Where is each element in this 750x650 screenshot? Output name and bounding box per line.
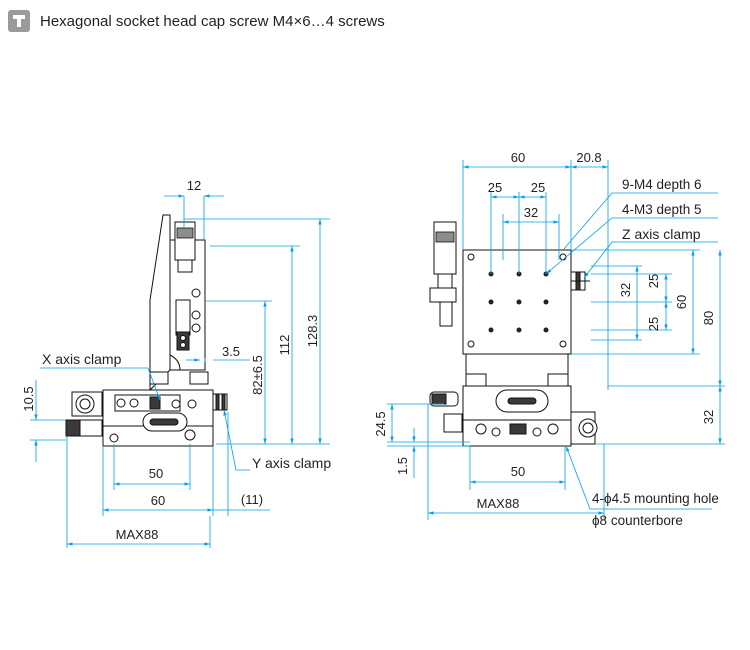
right-column-block-2 — [547, 373, 569, 387]
dim-height-stroke: 82±6.5 — [250, 355, 265, 395]
dim-h1-5: 1.5 — [395, 457, 410, 475]
dim-v25a: 25 — [646, 274, 661, 288]
dim-top-width: 12 — [187, 178, 201, 193]
label-tapped-m4: 9-M4 depth 6 — [622, 177, 702, 192]
dim-pitch-a: 25 — [488, 180, 502, 195]
label-z-axis-clamp: Z axis clamp — [622, 226, 701, 242]
dim-v60: 60 — [674, 295, 689, 309]
screw-icon — [8, 10, 30, 32]
label-counterbore: ϕ8 counterbore — [592, 513, 683, 528]
header-caption: Hexagonal socket head cap screw M4×6…4 s… — [40, 12, 385, 30]
right-dimensions — [387, 160, 725, 520]
dim-v25b: 25 — [646, 317, 661, 331]
label-tapped-m3: 4-M3 depth 5 — [622, 202, 702, 217]
left-xy-base — [65, 389, 228, 447]
header: Hexagonal socket head cap screw M4×6…4 s… — [8, 8, 385, 34]
dim-v80: 80 — [701, 311, 716, 325]
dim-mount-pitch: 50 — [149, 466, 163, 481]
dim-h24-5: 24.5 — [373, 411, 388, 436]
dim-base-height: 10.5 — [21, 386, 36, 411]
left-view: 12 128.3 112 82±6.5 3.5 10.5 50 60 (11) … — [21, 178, 331, 548]
label-y-axis-clamp: Y axis clamp — [252, 455, 331, 471]
dim-overhang: (11) — [241, 492, 263, 507]
label-mounting-hole: 4-ϕ4.5 mounting hole — [592, 491, 719, 506]
label-x-axis-clamp: X axis clamp — [42, 351, 122, 367]
dim-max-width: MAX88 — [116, 527, 159, 542]
dim-top-width-60: 60 — [511, 150, 525, 165]
dim-offset: 3.5 — [222, 344, 240, 359]
left-dimensions — [30, 194, 330, 548]
dim-height-total: 128.3 — [305, 315, 320, 348]
dim-pitch-c: 32 — [524, 205, 538, 220]
dim-v32b: 32 — [701, 410, 716, 424]
dim-top-offset: 20.8 — [576, 150, 601, 165]
dim-base-width: 60 — [151, 493, 165, 508]
dim-v32: 32 — [618, 283, 633, 297]
dim-height-112: 112 — [277, 335, 292, 356]
dim-pitch-b: 25 — [531, 180, 545, 195]
right-view: 60 20.8 25 25 32 25 32 25 60 80 32 24.5 … — [373, 150, 725, 528]
dim-right-max-width: MAX88 — [477, 496, 520, 511]
right-top-plate — [462, 249, 590, 355]
left-z-column — [149, 214, 209, 392]
dim-right-mount-pitch: 50 — [511, 464, 525, 479]
right-column-block — [465, 373, 487, 387]
right-xy-base — [429, 385, 598, 447]
